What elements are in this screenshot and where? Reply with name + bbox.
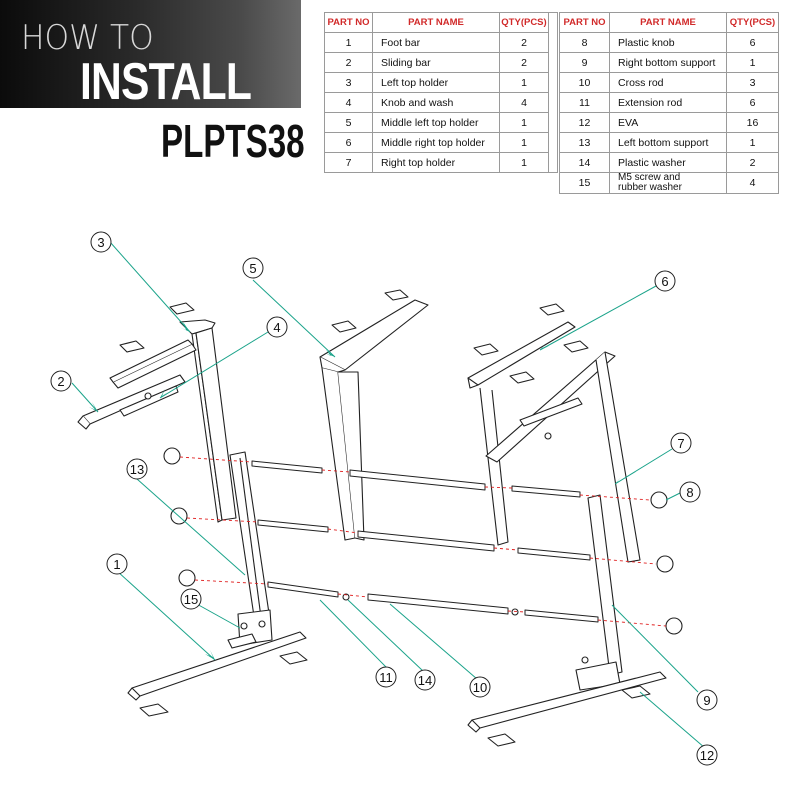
title-install: INSTALL: [80, 53, 252, 111]
callout-4-circle: [266, 316, 288, 338]
callout-7: 7: [677, 436, 684, 451]
leader-arrowheads: [89, 322, 624, 660]
model-number: PLPTS38: [161, 115, 305, 167]
callout-5: 5: [249, 261, 256, 276]
cross-rods: [251, 460, 599, 623]
part-name: Sliding bar: [372, 52, 500, 73]
callout-3-circle: [90, 231, 112, 253]
part-name: Left top holder: [372, 72, 500, 93]
plastic-knobs: [163, 447, 683, 635]
callout-1: 1: [113, 557, 120, 572]
part-name: Plastic knob: [609, 32, 727, 53]
assembly-axes: [179, 456, 667, 627]
left-foot-bar: [127, 631, 308, 717]
part-name: Middle left top holder: [372, 112, 500, 133]
right-foot-bar: [467, 671, 667, 747]
callout-12-circle: [696, 744, 718, 766]
callout-9: 9: [703, 693, 710, 708]
part-name: Right bottom support: [609, 52, 727, 73]
callout-8: 8: [686, 485, 693, 500]
callout-15-circle: [180, 588, 202, 610]
callout-8-circle: [679, 481, 701, 503]
table-divider: [546, 12, 558, 173]
right-top-holder: [485, 340, 641, 563]
callout-4: 4: [273, 320, 280, 335]
callout-15: 15: [184, 592, 198, 607]
right-bottom-support: [575, 494, 623, 691]
callout-2-circle: [50, 370, 72, 392]
middle-left-top-holder: [319, 289, 429, 541]
callout-14: 14: [418, 673, 432, 688]
small-hardware: [144, 392, 589, 664]
callout-3: 3: [97, 235, 104, 250]
middle-right-top-holder: [467, 303, 576, 546]
callout-13: 13: [130, 462, 144, 477]
left-bottom-support: [229, 451, 273, 646]
callout-10-circle: [469, 676, 491, 698]
callout-circles: [50, 231, 718, 766]
callout-10: 10: [473, 680, 487, 695]
callout-14-circle: [414, 669, 436, 691]
part-name: Cross rod: [609, 72, 727, 93]
callout-13-circle: [126, 458, 148, 480]
part-name-line1: M5 screw and: [618, 172, 681, 183]
part-name: Right top holder: [372, 152, 500, 173]
title-how-to: HOW TO: [21, 18, 154, 58]
table-header-row: PART NO PART NAME QTY(PCS): [324, 12, 549, 33]
callout-9-circle: [696, 689, 718, 711]
part-qty: 1: [499, 152, 549, 173]
callout-11-circle: [375, 666, 397, 688]
callout-11: 11: [379, 670, 393, 685]
callout-5-circle: [242, 257, 264, 279]
callout-7-circle: [670, 432, 692, 454]
callout-6-circle: [654, 270, 676, 292]
part-name-line2: rubber washer: [618, 182, 682, 193]
callout-labels: 3 2 4 5 6 7 8 13 1 15 11 14 10 9 12: [57, 235, 714, 763]
callout-2: 2: [57, 374, 64, 389]
callout-6: 6: [661, 274, 668, 289]
left-top-holder: [77, 302, 237, 523]
title-banner: HOW TO INSTALL: [0, 0, 301, 108]
part-qty: 4: [726, 172, 779, 194]
callout-1-circle: [106, 553, 128, 575]
part-name: Extension rod: [609, 92, 727, 113]
callout-12: 12: [700, 748, 714, 763]
leader-lines: [71, 241, 706, 749]
